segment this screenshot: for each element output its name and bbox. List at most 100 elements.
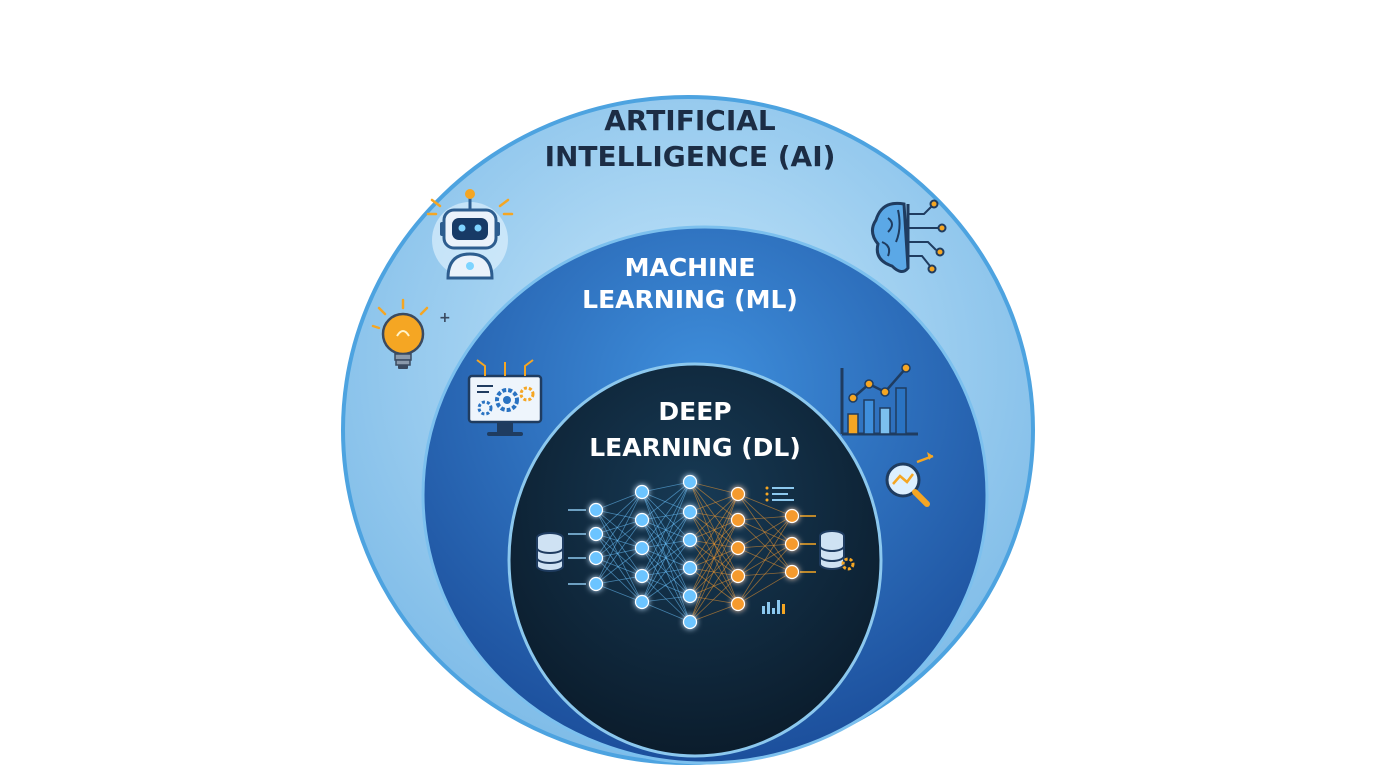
nn-node: [588, 576, 604, 592]
nn-connection: [641, 567, 691, 577]
nn-connection: [641, 511, 691, 603]
nn-connection: [689, 493, 739, 597]
nn-connection: [641, 491, 691, 513]
nn-connection: [641, 575, 691, 597]
nn-node: [588, 550, 604, 566]
nn-node: [730, 568, 746, 584]
nn-connection: [689, 493, 739, 513]
nn-connection: [595, 533, 643, 549]
nn-node: [730, 486, 746, 502]
nn-connection: [595, 547, 643, 559]
nn-connection: [641, 481, 691, 549]
nn-node: [784, 564, 800, 580]
nn-connection: [595, 519, 643, 559]
nn-node: [634, 484, 650, 500]
nn-connection: [641, 539, 691, 577]
nn-connection: [595, 519, 643, 585]
nn-node: [784, 536, 800, 552]
nn-node: [634, 568, 650, 584]
nn-connection: [595, 509, 643, 521]
nn-node: [730, 596, 746, 612]
nn-connection: [641, 511, 691, 549]
ai-title-line2: INTELLIGENCE (AI): [545, 140, 836, 173]
nn-connection: [689, 493, 739, 569]
nn-node: [682, 560, 698, 576]
nn-connection: [737, 515, 793, 549]
nn-connection: [689, 519, 739, 541]
nn-connection: [595, 491, 643, 535]
nn-connection: [737, 493, 793, 517]
nn-node: [588, 502, 604, 518]
nn-node: [730, 512, 746, 528]
svg-text:+: +: [439, 310, 451, 326]
neural-network-icon: [568, 474, 816, 630]
nn-connection: [595, 491, 643, 585]
nn-connection: [641, 481, 691, 577]
nn-connection: [689, 547, 739, 597]
bar-chart-icon: [840, 363, 918, 436]
ml-title-line2: LEARNING (ML): [582, 285, 798, 314]
nn-connection: [689, 511, 739, 521]
nn-node: [682, 474, 698, 490]
nn-connection: [595, 575, 643, 585]
database-input-icon: [536, 532, 564, 572]
nn-connection: [641, 601, 691, 623]
mini-bars-icon: [762, 600, 785, 614]
dl-title-line2: LEARNING (DL): [589, 433, 801, 462]
nn-connection: [737, 515, 793, 521]
nn-node: [634, 594, 650, 610]
nn-node: [588, 526, 604, 542]
nn-connection: [689, 481, 739, 495]
ml-title-line1: MACHINE: [625, 253, 756, 282]
nn-node: [682, 532, 698, 548]
nn-connection: [689, 519, 739, 569]
nn-connection: [737, 493, 793, 573]
nn-connection: [689, 595, 739, 605]
nn-node: [784, 508, 800, 524]
nn-connection: [595, 547, 643, 585]
nn-connection: [737, 571, 793, 605]
nn-connection: [689, 575, 739, 623]
nn-connection: [689, 493, 739, 623]
nn-connection: [641, 539, 691, 603]
nn-connection: [641, 481, 691, 493]
nn-connection: [737, 515, 793, 577]
robot-icon: [426, 189, 514, 280]
nn-node: [682, 588, 698, 604]
nn-node: [682, 614, 698, 630]
nn-connection: [689, 481, 739, 521]
nn-connection: [595, 509, 643, 577]
nn-node: [682, 504, 698, 520]
nn-connection: [689, 603, 739, 623]
monitor-gears-icon: [467, 359, 543, 436]
nn-connection: [689, 519, 739, 623]
nn-node: [634, 512, 650, 528]
nn-connection: [595, 491, 643, 511]
nn-connection: [737, 493, 793, 545]
nn-connection: [595, 509, 643, 603]
ai-title-line1: ARTIFICIAL: [604, 104, 776, 137]
nn-connection: [641, 511, 691, 521]
nn-connection: [641, 595, 691, 603]
text-lines-icon: [765, 486, 794, 502]
lightbulb-icon: +: [371, 298, 451, 369]
nn-connection: [595, 509, 643, 549]
nn-connection: [737, 515, 793, 605]
nn-connection: [595, 519, 643, 535]
nn-connection: [595, 491, 643, 559]
nn-connection: [595, 533, 643, 603]
nn-connection: [595, 557, 643, 577]
magnifier-trend-icon: [885, 452, 934, 507]
nn-connection: [689, 575, 739, 597]
nn-connection: [641, 481, 691, 603]
brain-circuit-icon: [871, 199, 947, 274]
nn-connection: [641, 481, 691, 521]
nn-connection: [641, 511, 691, 577]
nn-connection: [595, 533, 643, 577]
database-output-icon: [819, 530, 855, 571]
nn-node: [634, 540, 650, 556]
dl-title-line1: DEEP: [658, 397, 731, 426]
nn-connection: [689, 493, 739, 541]
nn-connection: [595, 583, 643, 603]
